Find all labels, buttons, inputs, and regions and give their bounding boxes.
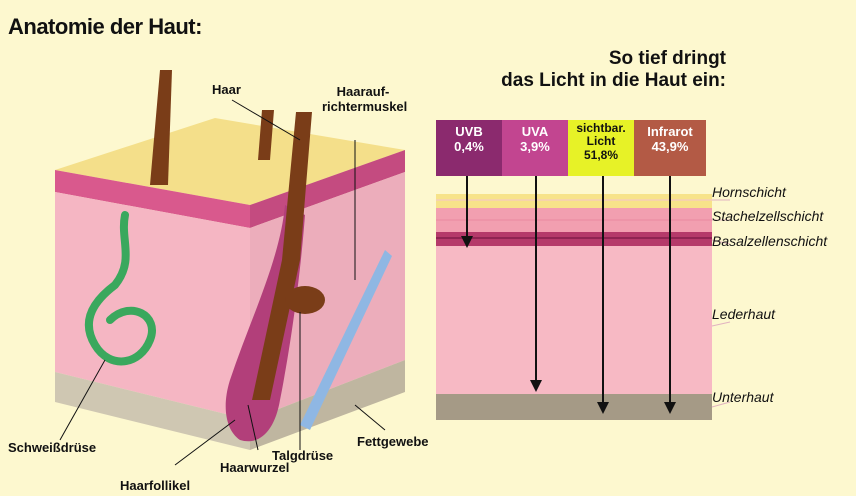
label-schweissdruese: Schweißdrüse <box>8 440 96 455</box>
radiation-name-uva: UVA <box>502 124 568 139</box>
sebaceous-gland <box>285 286 325 314</box>
penetration-title-line2: das Licht in die Haut ein: <box>501 70 726 91</box>
pointer-fettgewebe <box>355 405 385 430</box>
layer-label-lederhaut: Lederhaut <box>712 306 775 322</box>
radiation-value-uvb: 0,4% <box>436 139 502 155</box>
label-talgdruese: Talgdrüse <box>272 448 333 463</box>
radiation-box-infrared: Infrarot 43,9% <box>634 120 706 176</box>
radiation-box-uvb: UVB 0,4% <box>436 120 502 176</box>
radiation-box-visible-light: sichtbar. Licht 51,8% <box>568 120 634 176</box>
leader-lederhaut <box>712 322 730 326</box>
layer-label-hornschicht: Hornschicht <box>712 184 786 200</box>
radiation-value-infrared: 43,9% <box>634 139 706 155</box>
label-fettgewebe: Fettgewebe <box>357 434 429 449</box>
radiation-box-uva: UVA 3,9% <box>502 120 568 176</box>
penetration-title-line1: So tief dringt <box>609 48 726 69</box>
radiation-value-uva: 3,9% <box>502 139 568 155</box>
label-haar: Haar <box>212 82 241 97</box>
layer-label-basalzellenschicht: Basalzellenschicht <box>712 233 827 249</box>
layer-label-unterhaut: Unterhaut <box>712 389 773 405</box>
radiation-value-visible-light: 51,8% <box>568 148 634 162</box>
radiation-name-visible-light: sichtbar. Licht <box>568 122 634 148</box>
label-haaraufrichtermuskel: Haarauf-richtermuskel <box>322 84 404 114</box>
radiation-name-infrared: Infrarot <box>634 124 706 139</box>
title: Anatomie der Haut: <box>8 14 202 40</box>
skin-anatomy-illustration <box>0 0 430 496</box>
penetration-title: So tief dringt das Licht in die Haut ein… <box>440 48 726 92</box>
radiation-name-uvb: UVB <box>436 124 502 139</box>
layer-label-stachelzellschicht: Stachelzellschicht <box>712 208 823 224</box>
label-haarfollikel: Haarfollikel <box>120 478 190 493</box>
